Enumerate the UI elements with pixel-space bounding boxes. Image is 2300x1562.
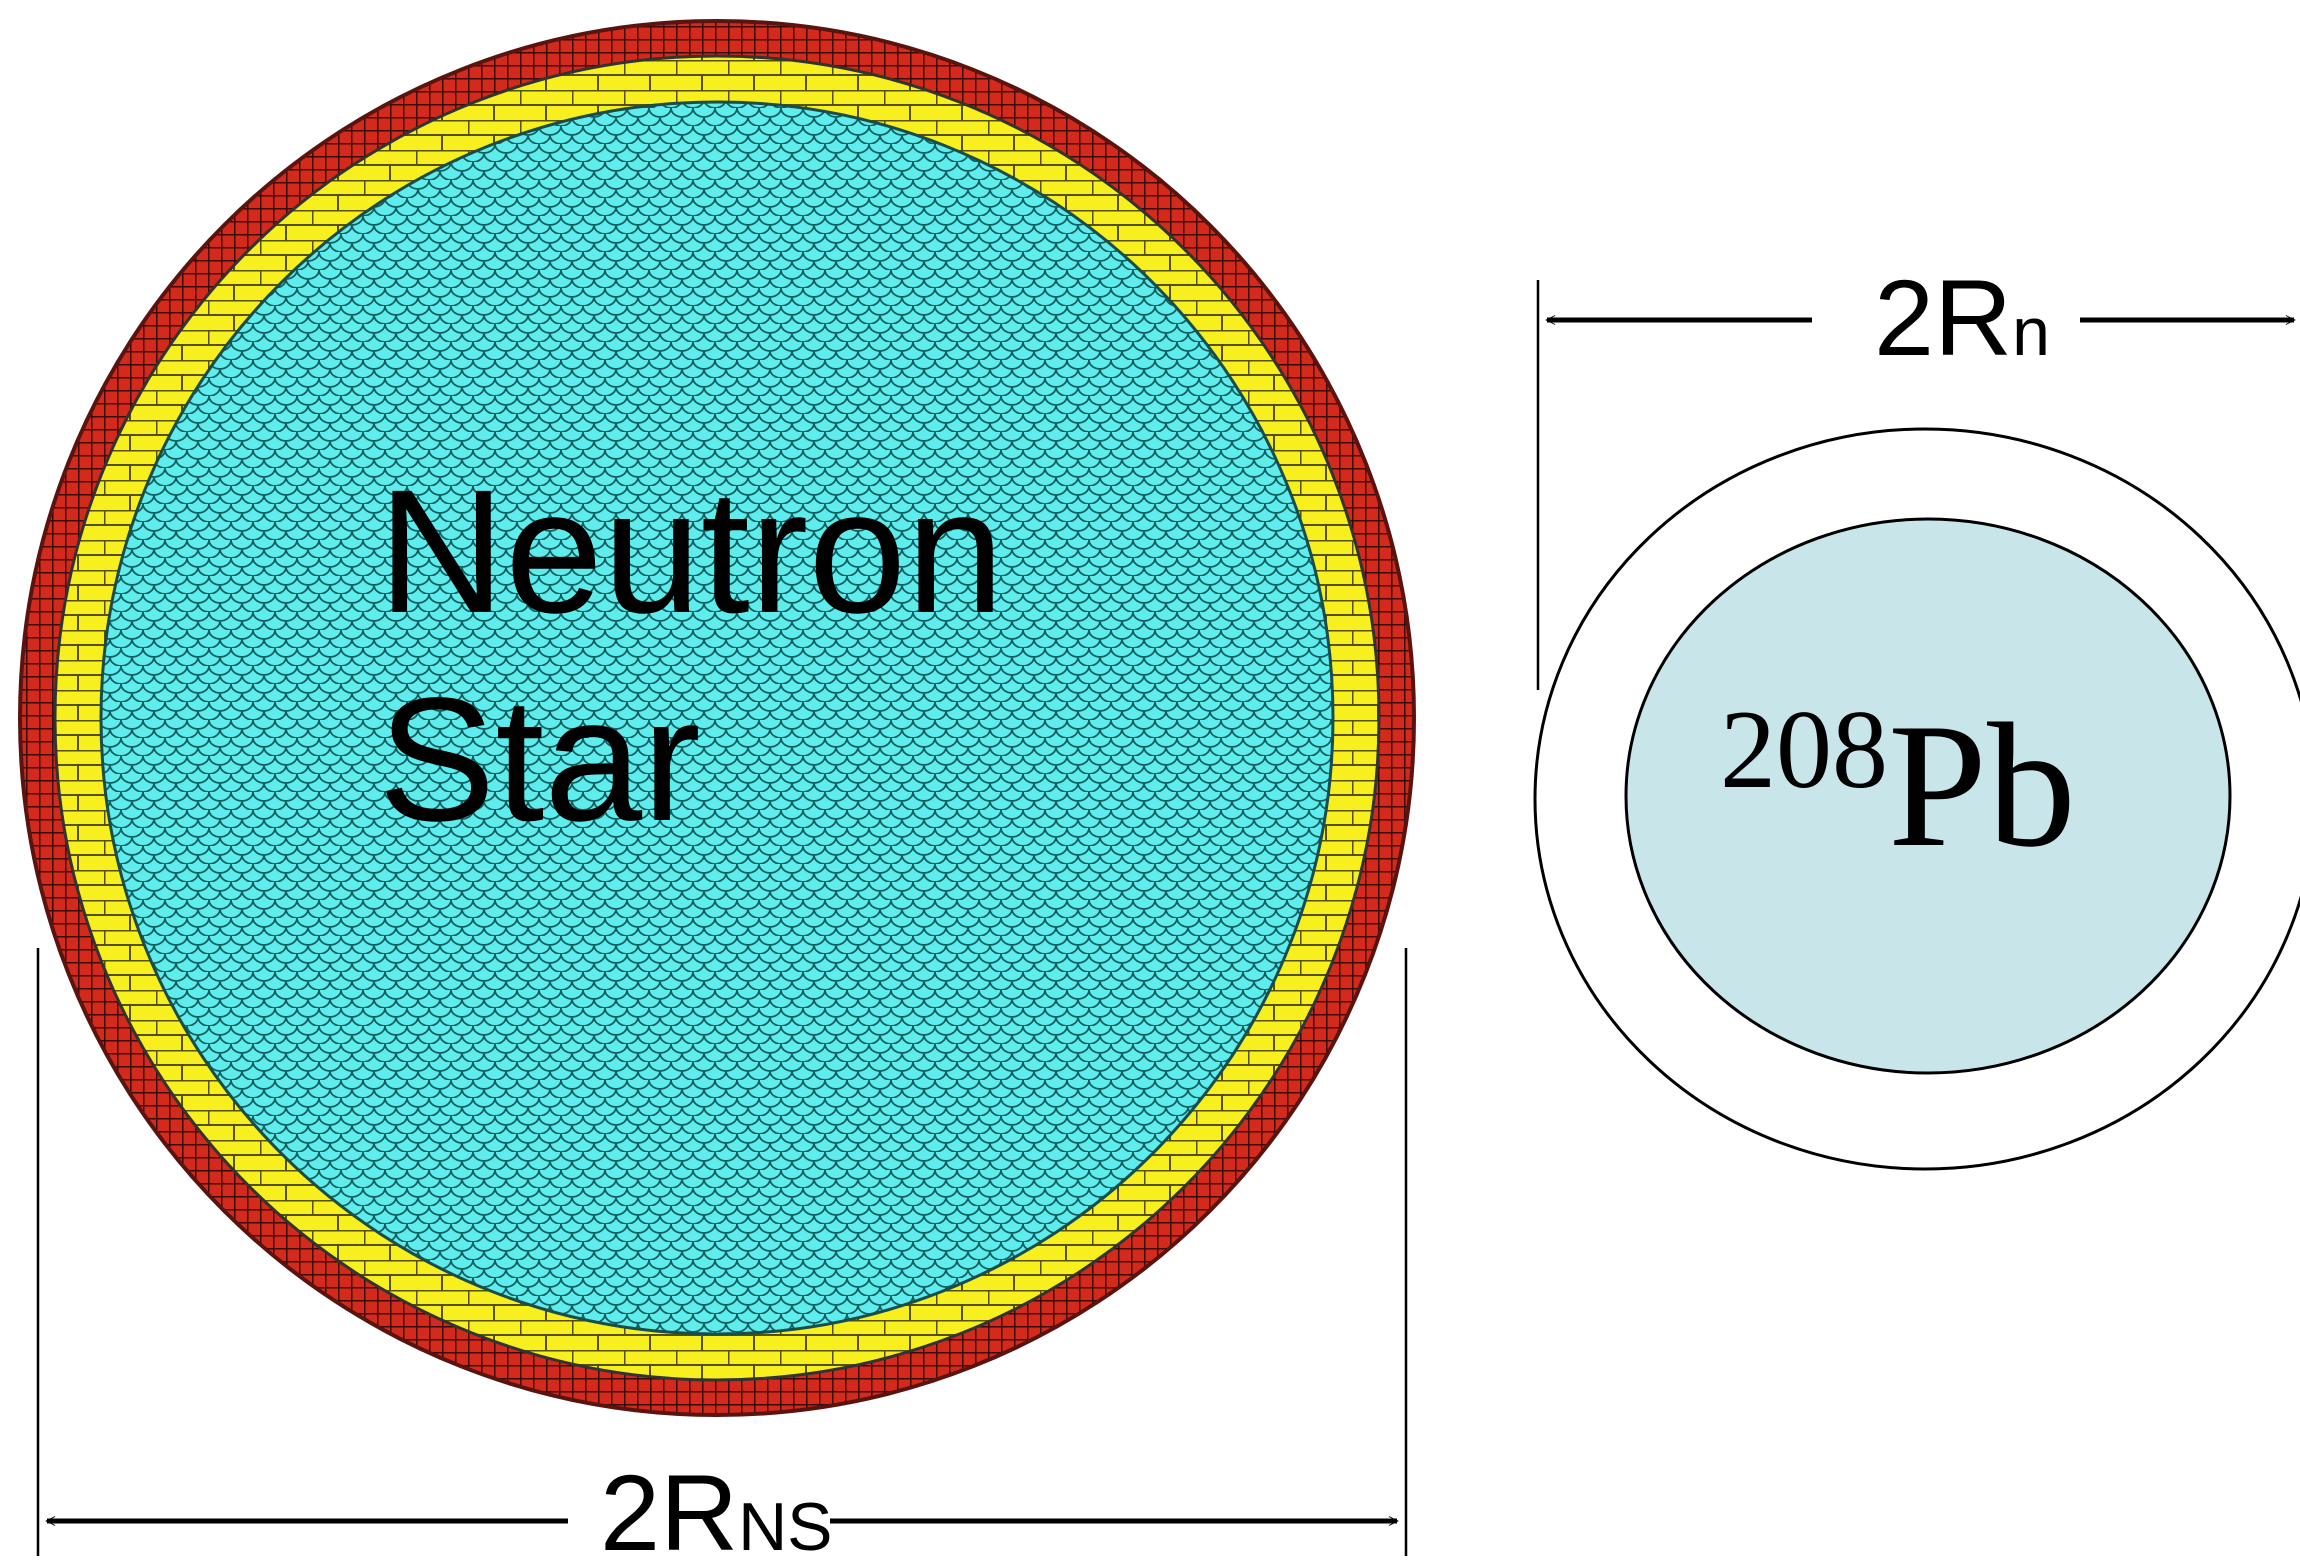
neutron-star-diameter-label: 2RNS: [600, 1452, 833, 1562]
diameter-label-subscript: n: [2012, 294, 2050, 370]
diameter-label-main: 2R: [600, 1452, 738, 1562]
neutron-star-diameter-dimension: 2RNS: [36, 948, 1408, 1562]
neutron-star-label-line1: Neutron: [378, 454, 1004, 650]
element-symbol: Pb: [1888, 686, 2076, 884]
nucleus-diameter-label: 2Rn: [1874, 257, 2050, 378]
nucleus-label: 208Pb: [1720, 686, 2076, 884]
mass-number: 208: [1720, 688, 1888, 812]
nucleus-core: [1624, 517, 2232, 1075]
neutron-star-label-line2: Star: [378, 662, 701, 858]
diameter-label-main: 2R: [1874, 257, 2012, 378]
lead-nucleus: 208Pb: [1533, 427, 2300, 1171]
nucleus-diameter-dimension: 2Rn: [1536, 257, 2296, 690]
neutron-star-core: [99, 100, 1335, 1336]
diameter-label-subscript: NS: [738, 1489, 832, 1562]
neutron-star: Neutron Star: [18, 19, 1416, 1417]
